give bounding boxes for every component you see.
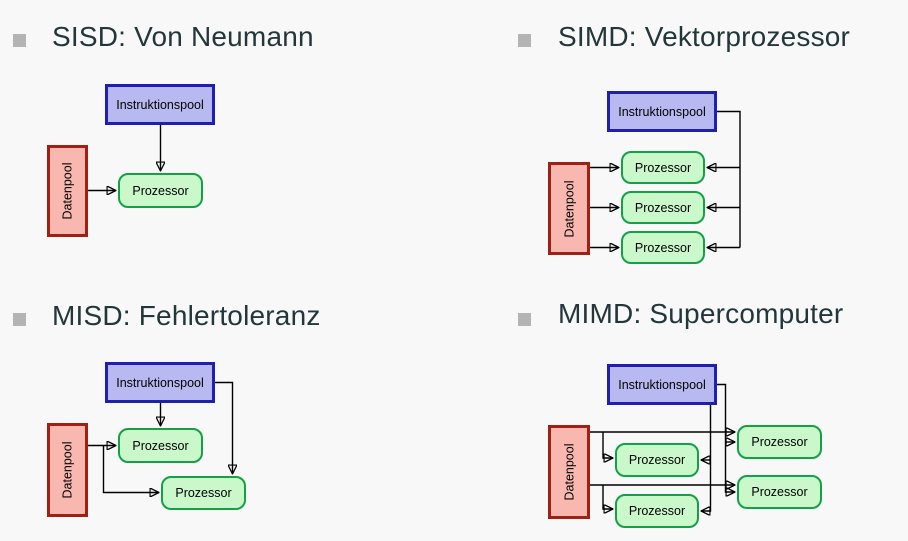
bullet-icon — [13, 313, 26, 326]
processor-label: Prozessor — [634, 240, 692, 255]
instruction-pool-label: Instruktionspool — [116, 97, 204, 112]
data-pool-label: Datenpool — [562, 443, 576, 501]
data-pool-box: Datenpool — [548, 425, 590, 519]
processor-label: Prozessor — [628, 453, 686, 467]
processor-box: Prozessor — [118, 173, 203, 208]
bullet-icon — [518, 313, 531, 326]
processor-label: Prozessor — [634, 160, 692, 175]
processor-label: Prozessor — [132, 183, 189, 198]
processor-box: Prozessor — [621, 151, 705, 184]
processor-box: Prozessor — [621, 231, 705, 264]
processor-box: Prozessor — [737, 475, 822, 509]
processor-label: Prozessor — [751, 485, 808, 499]
processor-label: Prozessor — [175, 486, 232, 500]
panel-title-misd: MISD: Fehlertoleranz — [52, 300, 321, 331]
processor-box: Prozessor — [118, 428, 203, 463]
processor-box: Prozessor — [621, 191, 705, 224]
arrow-data-to-middle-processor-1 — [602, 432, 613, 458]
arrow-data-to-middle-processor-2 — [602, 485, 613, 509]
data-pool-box: Datenpool — [47, 423, 88, 517]
data-pool-box: Datenpool — [548, 162, 590, 255]
processor-label: Prozessor — [132, 438, 189, 453]
instruction-pool-label: Instruktionspool — [618, 104, 706, 119]
bullet-icon — [13, 34, 26, 47]
instruction-inner-bus — [701, 405, 712, 511]
panel-title-mimd: MIMD: Supercomputer — [558, 298, 844, 329]
instruction-pool-box: Instruktionspool — [607, 364, 717, 405]
panel-title-simd: SIMD: Vektorprozessor — [558, 21, 851, 52]
processor-box: Prozessor — [737, 425, 822, 459]
processor-label: Prozessor — [628, 504, 686, 518]
instruction-pool-label: Instruktionspool — [618, 377, 706, 392]
instruction-bus-line — [717, 110, 741, 248]
processor-label: Prozessor — [751, 435, 808, 449]
instruction-pool-box: Instruktionspool — [105, 362, 215, 403]
arrow-instruction-to-processor-2 — [215, 381, 233, 475]
instruction-pool-label: Instruktionspool — [116, 375, 204, 390]
data-pool-label: Datenpool — [562, 180, 576, 237]
data-pool-label: Datenpool — [60, 441, 75, 499]
processor-box: Prozessor — [615, 443, 699, 477]
data-pool-box: Datenpool — [47, 145, 88, 237]
processor-label: Prozessor — [634, 200, 692, 215]
processor-box: Prozessor — [161, 476, 246, 510]
panel-title-sisd: SISD: Von Neumann — [52, 21, 314, 52]
bullet-icon — [518, 34, 531, 47]
instruction-pool-box: Instruktionspool — [607, 91, 717, 132]
instruction-pool-box: Instruktionspool — [105, 84, 215, 125]
data-pool-label: Datenpool — [60, 162, 75, 220]
instruction-outer-bus — [717, 383, 735, 493]
processor-box: Prozessor — [615, 494, 699, 528]
